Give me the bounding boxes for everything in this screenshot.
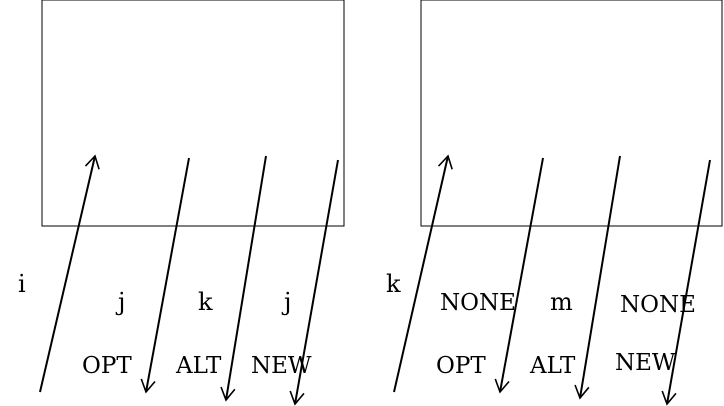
right-output-label-2: m [550,288,573,316]
left-op-label-opt: OPT [82,353,132,379]
right-output-arrow-opt [494,157,544,394]
left-input-label: i [18,270,26,298]
left-op-label-new: NEW [251,353,312,379]
right-output-arrow-alt [574,155,621,400]
left-output-arrow-opt [140,157,190,394]
left-input-arrow [39,154,100,393]
right-input-arrow [393,154,453,393]
right-output-label-3: NONE [620,292,696,318]
left-output-label-3: j [281,288,291,316]
right-output-label-1: NONE [440,290,516,316]
right-box [420,0,723,227]
left-box [41,0,345,227]
right-op-label-new: NEW [615,350,676,376]
right-output-arrow-new [661,159,711,406]
left-output-arrow-alt [220,155,267,402]
right-input-label: k [386,270,401,298]
left-output-label-2: k [198,288,213,316]
left-op-label-alt: ALT [175,353,222,379]
right-op-label-alt: ALT [529,353,576,379]
right-op-label-opt: OPT [436,353,486,379]
left-output-arrow-new [289,159,339,406]
left-output-label-1: j [115,288,125,316]
